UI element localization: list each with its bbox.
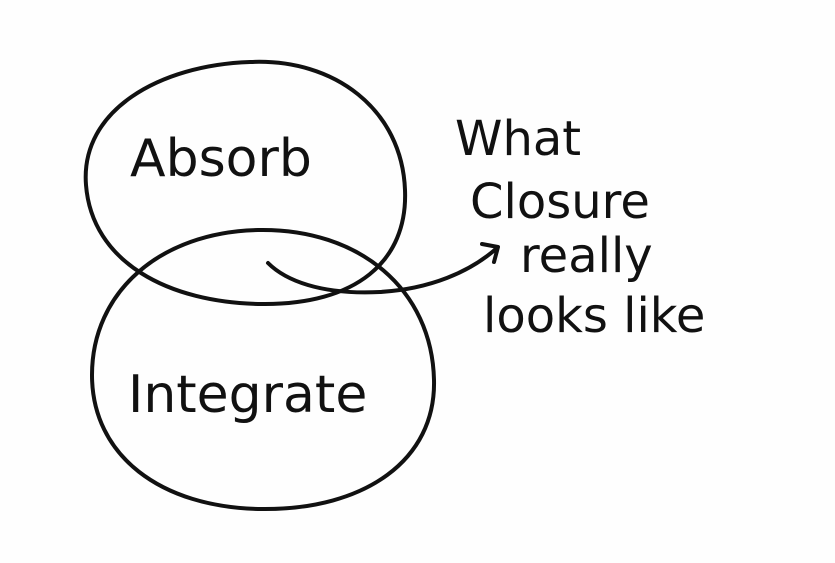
- annotation-line-2: Closure: [470, 174, 650, 230]
- annotation-line-3: really: [520, 228, 653, 284]
- annotation-line-1: What: [455, 111, 581, 167]
- integrate-circle: [90, 227, 437, 512]
- arrow-head-icon: [480, 242, 500, 264]
- annotation-line-4: looks like: [483, 288, 705, 344]
- integrate-label: Integrate: [128, 365, 367, 425]
- arrow-line: [266, 246, 499, 295]
- absorb-circle: [83, 59, 408, 307]
- absorb-label: Absorb: [130, 129, 312, 189]
